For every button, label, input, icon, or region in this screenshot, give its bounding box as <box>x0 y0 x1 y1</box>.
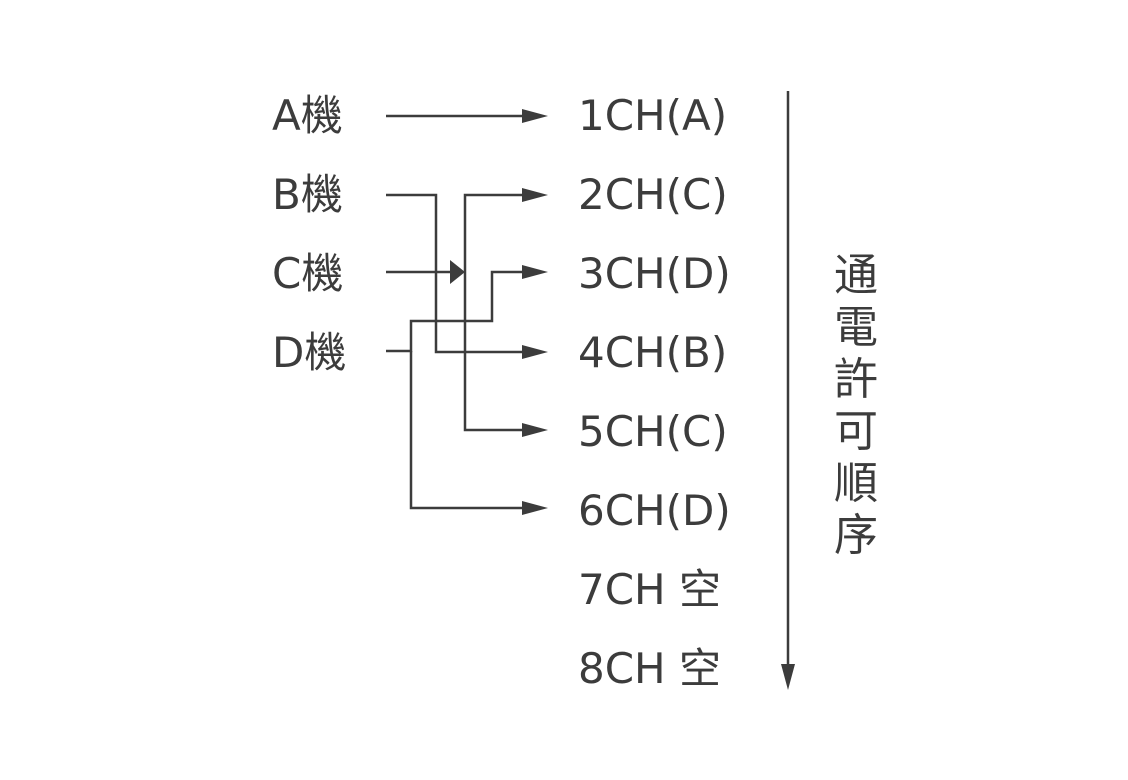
order-arrow-head <box>781 664 795 690</box>
order-arrow <box>781 91 795 690</box>
arrowhead-2ch <box>522 188 548 202</box>
wire-b-to-4ch <box>386 193 532 354</box>
connection-wires <box>386 109 548 515</box>
channel-label-6: 6CH(D) <box>578 486 731 535</box>
channel-label-8: 8CH 空 <box>578 644 721 693</box>
order-label-char: 通 <box>834 250 878 301</box>
order-label-char: 序 <box>834 510 878 561</box>
channel-label-5: 5CH(C) <box>578 407 728 456</box>
machine-label-a: A機 <box>272 91 343 140</box>
channel-label-1: 1CH(A) <box>578 91 727 140</box>
channel-label-2: 2CH(C) <box>578 170 728 219</box>
channel-labels: 1CH(A) 2CH(C) 3CH(D) 4CH(B) 5CH(C) 6CH(D… <box>578 91 731 693</box>
wire-c-to-5ch <box>463 272 532 432</box>
wire-d-to-3ch <box>386 270 532 353</box>
arrowhead-6ch <box>522 501 548 515</box>
order-label: 通電許可順序 <box>834 250 878 561</box>
order-label-char: 許 <box>834 354 878 405</box>
machine-label-c: C機 <box>272 249 343 298</box>
machine-labels: A機 B機 C機 D機 <box>272 91 346 377</box>
arrowhead-3ch <box>522 265 548 279</box>
channel-label-7: 7CH 空 <box>578 565 721 614</box>
arrowhead-4ch <box>522 345 548 359</box>
order-label-char: 可 <box>834 406 878 457</box>
arrowhead-c-junction <box>450 260 465 284</box>
channel-label-3: 3CH(D) <box>578 249 731 298</box>
order-label-char: 電 <box>834 302 878 353</box>
wire-c-to-2ch <box>463 193 532 272</box>
arrowhead-1ch <box>522 109 548 123</box>
machine-label-d: D機 <box>272 328 346 377</box>
arrowhead-5ch <box>522 423 548 437</box>
machine-label-b: B機 <box>272 170 343 219</box>
channel-label-4: 4CH(B) <box>578 328 727 377</box>
wire-d-to-6ch <box>409 351 532 510</box>
order-label-char: 順 <box>834 458 878 509</box>
